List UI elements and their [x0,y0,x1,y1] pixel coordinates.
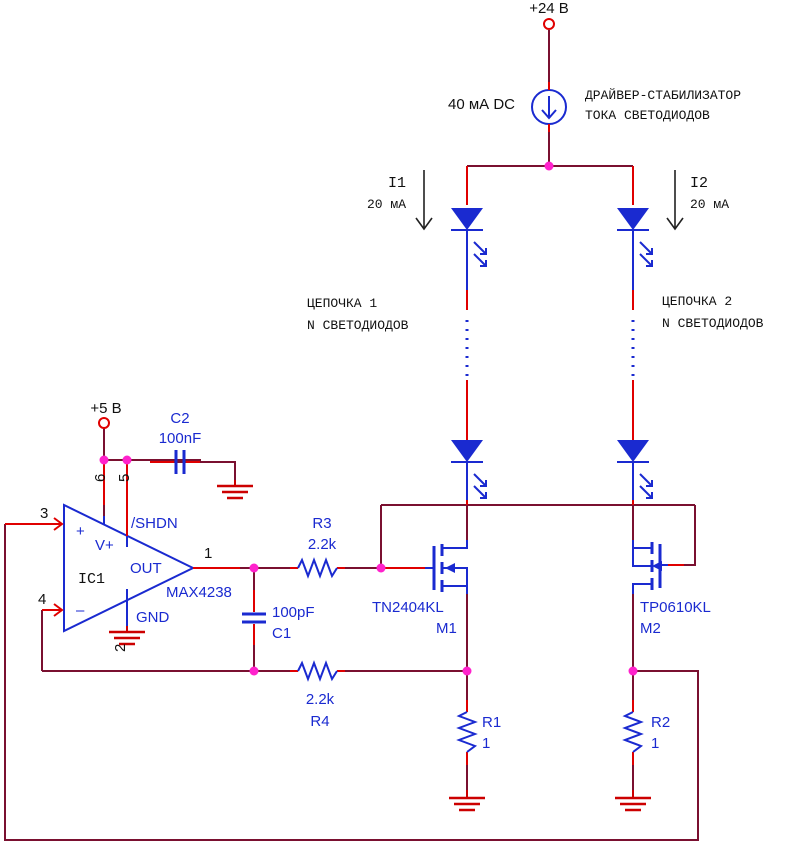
driver-current-value: 40 мА DC [448,96,515,113]
m1-part: TN2404KL [372,599,444,616]
m2-ref: M2 [640,620,661,637]
pin-number-4: 4 [38,591,46,608]
led-icon [451,440,483,462]
i2-current-name: I2 [690,175,708,192]
string1-label-line1: ЦЕПОЧКА 1 [307,296,377,311]
m1-ref: M1 [436,620,457,637]
supply-24v-terminal-icon [543,18,555,30]
led-icon [617,440,649,462]
r2-value: 1 [651,735,659,752]
ic1-part: MAX4238 [166,584,232,601]
current-arrow-i2-icon [666,170,684,231]
resistor-r1-icon [456,711,478,753]
r3-value: 2.2k [308,536,337,553]
pin-number-3: 3 [40,505,48,522]
opamp-plus-label: + [76,523,85,540]
junction-dot [99,455,109,465]
opamp-vplus-label: V+ [95,537,114,554]
pin-number-2: 2 [112,644,129,652]
resistor-r2-icon [622,711,644,753]
led-icon [451,208,483,230]
driver-title-line2: ТОКА СВЕТОДИОДОВ [585,108,710,123]
resistor-r4-icon [297,660,338,682]
opamp-minus-label: – [76,602,85,619]
led-icon [617,208,649,230]
wires [4,30,699,841]
c1-value: 100pF [272,604,315,621]
c2-gnd-wire [196,461,236,485]
c2-ref: C2 [170,410,189,427]
ground-opamp-icon [109,626,145,646]
pin3-arrow-icon [5,517,64,531]
junction-dot [249,666,259,676]
m2-part: TP0610KL [640,599,711,616]
junction-dot [462,666,472,676]
r3-ref: R3 [312,515,331,532]
i2-current-value: 20 мА [690,197,729,212]
led-string-1 [451,166,487,505]
noninv-feedback-loop-wire [4,524,699,841]
r2-ref: R2 [651,714,670,731]
m2-gate-return-wire [684,505,696,566]
light-emission-icon [639,241,653,255]
pin4-arrow-icon [42,603,64,617]
current-source-driver [531,82,567,132]
led-string-2 [617,166,653,505]
light-emission-icon [473,473,487,487]
c2-value: 100nF [159,430,202,447]
mosfet-arrow-icon [652,561,662,571]
ground-r1-icon [449,790,485,812]
junction-dot [376,563,386,573]
string1-label-line2: N СВЕТОДИОДОВ [307,318,409,333]
junction-dot [628,666,638,676]
i1-current-value: 20 мА [367,197,406,212]
string2-label-line1: ЦЕПОЧКА 2 [662,294,732,309]
opamp-shdn-label: /SHDN [131,515,178,532]
capacitor-c1 [242,590,266,645]
r4-ref: R4 [310,713,329,730]
ground-r2-icon [615,790,651,812]
driver-title-line1: ДРАЙВЕР-СТАБИЛИЗАТОР [585,88,741,103]
supply-24v-label: +24 В [529,0,569,17]
r1-value: 1 [482,735,490,752]
ic1-ref: IC1 [78,571,105,588]
junction-dot [122,455,132,465]
r4-value: 2.2k [306,691,335,708]
mosfet-m2 [632,540,684,594]
down-arrow-icon [541,96,557,120]
capacitor-c2 [150,450,200,474]
c1-ref: C1 [272,625,291,642]
junction-dot [544,161,554,171]
r1-ref: R1 [482,714,501,731]
junction-dots [99,161,638,676]
pin-number-5: 5 [116,474,133,482]
opamp-out-label: OUT [130,560,162,577]
junction-dot [249,563,259,573]
string2-label-line2: N СВЕТОДИОДОВ [662,316,764,331]
pin-number-6: 6 [92,474,109,482]
pin-number-1: 1 [204,545,212,562]
mosfet-arrow-icon [445,563,455,573]
opamp-triangle-icon [63,503,196,633]
opamp-gnd-label: GND [136,609,170,626]
light-emission-icon [639,473,653,487]
supply-5v-label: +5 В [90,400,121,417]
mosfet-m1 [381,540,468,594]
ground-c2-icon [217,480,253,500]
light-emission-icon [473,241,487,255]
opamp-ic1 [5,460,240,633]
current-arrow-i1-icon [415,170,433,231]
i1-current-name: I1 [388,175,406,192]
supply-5v-terminal-icon [98,417,110,429]
resistor-r3-icon [297,557,338,579]
